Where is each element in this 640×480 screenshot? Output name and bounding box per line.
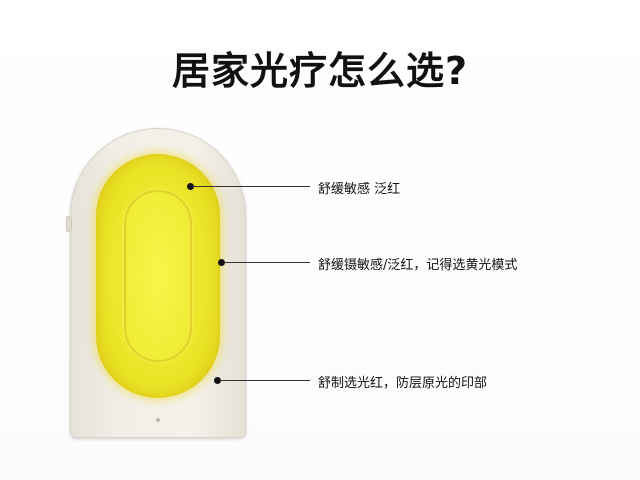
device-side-button — [66, 216, 72, 232]
callout-1-dot — [187, 183, 194, 190]
light-therapy-device — [66, 128, 246, 438]
callout-3-dot — [214, 377, 221, 384]
indicator-dot — [156, 418, 160, 422]
inner-light-ring — [124, 190, 192, 362]
callout-3-line — [220, 380, 310, 381]
page-title: 居家光疗怎么选? — [171, 49, 469, 93]
callout-2-line — [224, 262, 310, 263]
callout-2-text: 舒缓镊敏感/泛红，记得选黄光模式 — [318, 258, 518, 273]
callout-2-dot — [218, 259, 225, 266]
yellow-light-panel — [96, 154, 220, 398]
callout-3-text: 舒制选光红，防层原光的印部 — [318, 376, 488, 391]
callout-1-line — [193, 186, 310, 187]
callout-1-text: 舒缓敏感 泛红 — [318, 182, 401, 197]
